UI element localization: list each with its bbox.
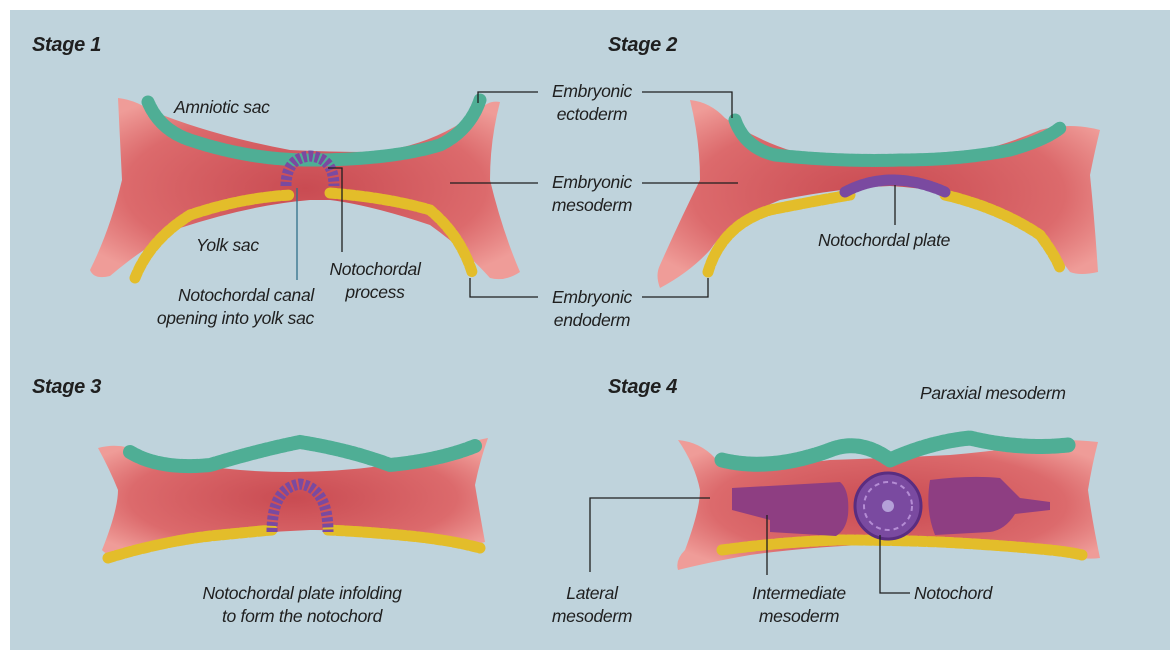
notochordal-plate-label: Notochordal plate	[818, 229, 950, 252]
stage-3-title: Stage 3	[32, 376, 101, 399]
stage-2-title: Stage 2	[608, 34, 677, 57]
paraxial-mesoderm-label: Paraxial mesoderm	[920, 382, 1066, 405]
stage-3-ectoderm	[130, 442, 475, 466]
intermediate-mesoderm-label: Intermediate mesoderm	[744, 582, 854, 628]
embryonic-endoderm-label: Embryonic endoderm	[540, 286, 644, 332]
embryonic-mesoderm-label: Embryonic mesoderm	[540, 171, 644, 217]
lateral-mesoderm-label: Lateral mesoderm	[544, 582, 640, 628]
leader-endoderm-right	[642, 278, 708, 297]
endoderm-label-line-1: Embryonic	[540, 286, 644, 309]
notochordal-plate-infolding-label: Notochordal plate infolding to form the …	[182, 582, 422, 628]
lateral-mesoderm-line-1: Lateral	[544, 582, 640, 605]
notochordal-canal-line-2: opening into yolk sac	[144, 307, 314, 330]
notochordal-process-line-1: Notochordal	[326, 258, 424, 281]
notochordal-canal-label: Notochordal canal opening into yolk sac	[144, 284, 314, 330]
amniotic-sac-label: Amniotic sac	[174, 96, 270, 119]
ectoderm-label-line-2: ectoderm	[540, 103, 644, 126]
lateral-mesoderm-line-2: mesoderm	[544, 605, 640, 628]
stage-3-illustration	[98, 438, 488, 558]
mesoderm-label-line-2: mesoderm	[540, 194, 644, 217]
stage-4-illustration	[677, 438, 1100, 570]
stage-2-ectoderm	[735, 120, 1060, 160]
endoderm-label-line-2: endoderm	[540, 309, 644, 332]
stage-1-title: Stage 1	[32, 34, 101, 57]
mesoderm-label-line-1: Embryonic	[540, 171, 644, 194]
notochordal-canal-line-1: Notochordal canal	[144, 284, 314, 307]
leader-ectoderm-left	[478, 92, 538, 103]
notochord-core	[882, 500, 894, 512]
stage-4-title: Stage 4	[608, 376, 677, 399]
notochordal-process-line-2: process	[326, 281, 424, 304]
intermediate-mesoderm-line-2: mesoderm	[744, 605, 854, 628]
stage-2-illustration	[658, 100, 1101, 288]
notochord-label: Notochord	[914, 582, 992, 605]
leader-endoderm-left	[470, 278, 538, 297]
infolding-line-1: Notochordal plate infolding	[182, 582, 422, 605]
intermediate-mesoderm-line-1: Intermediate	[744, 582, 854, 605]
yolk-sac-label: Yolk sac	[196, 234, 259, 257]
embryonic-ectoderm-label: Embryonic ectoderm	[540, 80, 644, 126]
stage-2-mesoderm	[658, 100, 1101, 288]
stage-1-illustration	[90, 98, 520, 279]
infolding-line-2: to form the notochord	[182, 605, 422, 628]
notochordal-process-label: Notochordal process	[326, 258, 424, 304]
diagram-panel: Stage 1 Stage 2 Stage 3 Stage 4 Amniotic…	[10, 10, 1170, 650]
ectoderm-label-line-1: Embryonic	[540, 80, 644, 103]
